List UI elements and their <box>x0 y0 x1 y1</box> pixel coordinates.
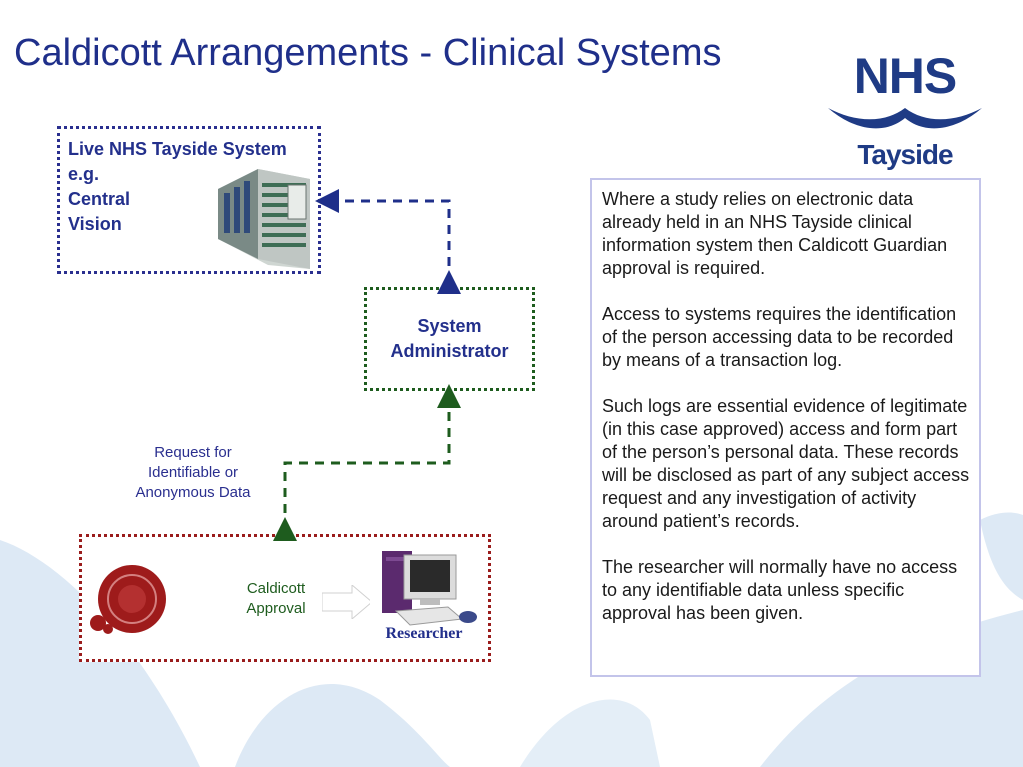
request-data-label: Request for Identifiable or Anonymous Da… <box>135 444 251 501</box>
logo-wave-icon <box>828 108 982 129</box>
info-paragraph-1: Where a study relies on electronic data … <box>602 189 948 278</box>
info-text-box: Where a study relies on electronic data … <box>590 178 981 677</box>
live-system-label: Live NHS Tayside System e.g. Central Vis… <box>68 139 287 234</box>
info-paragraph-2: Access to systems requires the identific… <box>602 304 957 370</box>
info-text-body: Where a study relies on electronic data … <box>602 188 971 648</box>
researcher-label: Researcher <box>385 625 463 642</box>
logo-tayside-text: Tayside <box>857 139 953 170</box>
system-administrator-label: System Administrator <box>390 316 509 361</box>
researcher-box: Caldicott Approval Researcher <box>79 534 491 662</box>
info-paragraph-4: The researcher will normally have no acc… <box>602 557 958 623</box>
server-rack-icon <box>218 169 310 269</box>
page-title: Caldicott Arrangements - Clinical System… <box>14 32 722 74</box>
logo-nhs-text: NHS <box>853 48 958 104</box>
researcher-computer-icon <box>370 545 480 627</box>
live-system-box: Live NHS Tayside System e.g. Central Vis… <box>57 126 321 274</box>
info-paragraph-3: Such logs are essential evidence of legi… <box>602 396 970 531</box>
caldicott-approval-label: Caldicott Approval <box>246 580 306 617</box>
arrow-right-icon <box>322 585 372 619</box>
system-administrator-box: System Administrator <box>364 287 535 391</box>
nhs-tayside-logo: NHS Tayside <box>820 50 990 172</box>
caldicott-seal-icon <box>90 565 166 634</box>
